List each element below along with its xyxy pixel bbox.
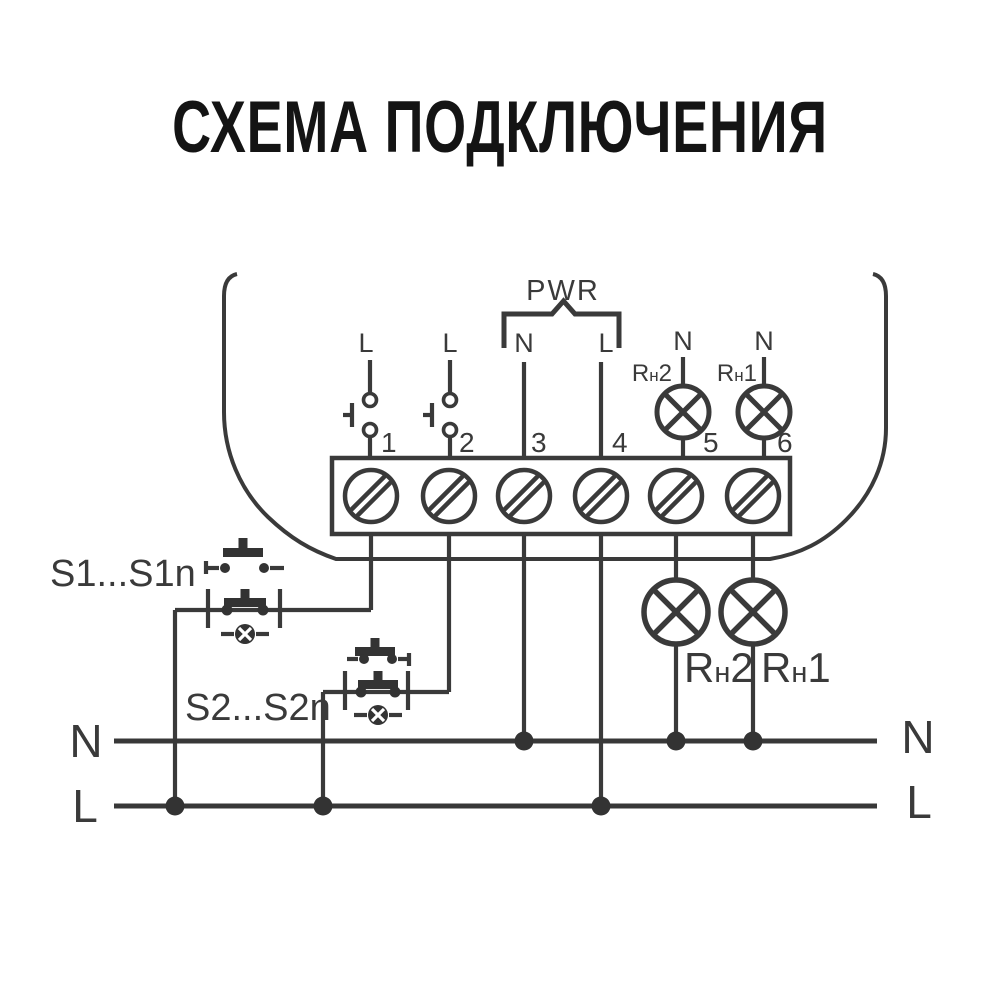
- lamp-icon-rh1-top: [735, 383, 793, 441]
- backlight-lamp-icon-s2: [354, 705, 402, 725]
- load-rh1-top-label: Rн1: [717, 360, 757, 387]
- n-bus-label-left: N: [69, 715, 102, 767]
- terminal-number-6: 6: [777, 427, 793, 458]
- junction-dot: [514, 731, 534, 751]
- junction-dot: [666, 731, 686, 751]
- terminal-number-3: 3: [531, 427, 547, 458]
- screw-terminal-5: [647, 467, 705, 525]
- lamp-icon-rh1-load: [718, 577, 788, 647]
- junction-dot: [165, 796, 185, 816]
- pushbutton-contact-icon-1: [343, 391, 379, 458]
- terminal-number-5: 5: [703, 427, 719, 458]
- device-outline: [222, 272, 888, 561]
- pushbutton-icon-s2: [342, 671, 411, 725]
- junction-dot: [591, 796, 611, 816]
- terminal-number-4: 4: [612, 427, 628, 458]
- lamp-icon-rh2-top: [654, 383, 712, 441]
- load-rh1-label: Rн1: [761, 644, 831, 691]
- screw-terminal-4: [572, 467, 630, 525]
- terminal1-line-label: L: [358, 328, 373, 358]
- load-rh2-top-label: Rн2: [632, 360, 672, 387]
- terminal5-neutral-label: N: [673, 326, 693, 356]
- switch-s1-label: S1...S1n: [50, 553, 196, 595]
- screw-terminal-3: [495, 467, 553, 525]
- page-title-group: СХЕМА ПОДКЛЮЧЕНИЯ: [172, 86, 828, 168]
- terminal-block: [329, 455, 793, 537]
- terminal-number-2: 2: [459, 427, 475, 458]
- terminal-number-1: 1: [381, 427, 397, 458]
- pushbutton-icon-s2n-parallel: [347, 638, 412, 666]
- terminal4-line-label: L: [598, 328, 613, 358]
- n-bus-label-right: N: [901, 711, 934, 763]
- load-rh2-label: Rн2: [684, 644, 754, 691]
- l-bus-label-right: L: [906, 776, 932, 828]
- pushbutton-contact-icon-2: [423, 391, 459, 458]
- terminal6-neutral-label: N: [754, 326, 774, 356]
- screw-terminal-6: [724, 467, 782, 525]
- screw-terminal-2: [420, 467, 478, 525]
- junction-dot: [313, 796, 333, 816]
- page-title: СХЕМА ПОДКЛЮЧЕНИЯ: [172, 86, 828, 168]
- terminal2-line-label: L: [442, 328, 457, 358]
- l-bus-label-left: L: [72, 780, 98, 832]
- lamp-icon-rh2-load: [641, 577, 711, 647]
- pwr-bracket: [501, 297, 622, 348]
- pushbutton-icon-s1: [205, 589, 283, 644]
- backlight-lamp-icon-s1: [221, 624, 269, 644]
- switch-s2-label: S2...S2n: [185, 687, 331, 729]
- junction-dot: [743, 731, 763, 751]
- pushbutton-icon-s1n-parallel: [203, 538, 284, 574]
- terminal3-neutral-label: N: [514, 328, 534, 358]
- pwr-label: PWR: [526, 275, 600, 307]
- screw-terminal-1: [342, 467, 400, 525]
